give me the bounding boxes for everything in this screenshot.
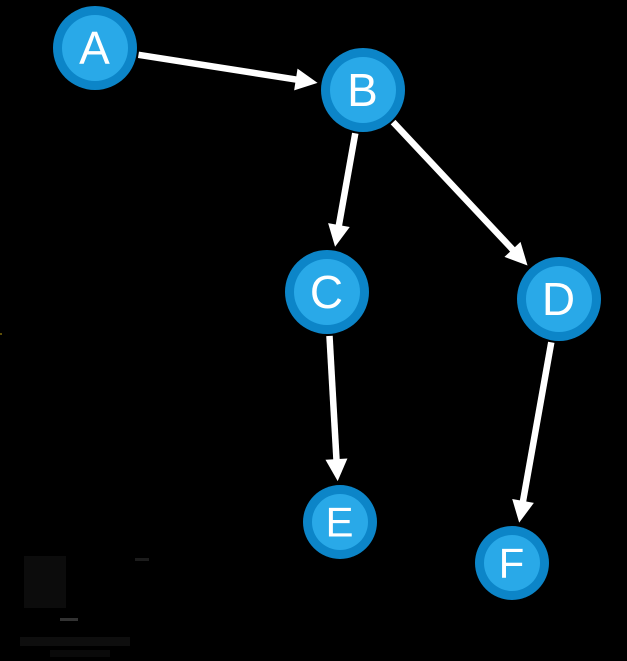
edge-C-E-line — [326, 335, 340, 462]
node-C-label: C — [310, 266, 344, 318]
node-E-fill — [312, 494, 368, 550]
edge-B-D-line — [390, 119, 517, 254]
node-B[interactable]: B — [321, 48, 405, 132]
edge-A-B — [137, 51, 318, 91]
node-B-label: B — [347, 64, 379, 116]
node-A-fill — [62, 15, 128, 81]
edge-D-F — [512, 341, 555, 523]
node-F-label: F — [499, 540, 526, 587]
node-C-fill — [294, 259, 360, 325]
node-D-fill — [526, 266, 592, 332]
node-F[interactable]: F — [475, 526, 549, 600]
node-A-label: A — [79, 22, 111, 74]
node-D-label: D — [542, 273, 576, 325]
node-D[interactable]: D — [517, 257, 601, 341]
nodes: A B C D E F — [53, 6, 601, 600]
arrowhead-icon — [512, 499, 534, 523]
node-C[interactable]: C — [285, 250, 369, 334]
arrowhead-icon — [294, 68, 318, 91]
edge-B-D — [390, 119, 528, 266]
arrowhead-icon — [504, 241, 528, 266]
arrowhead-icon — [325, 458, 348, 482]
edge-D-F-line — [519, 341, 555, 504]
edge-A-B-line — [137, 51, 299, 83]
node-B-fill — [330, 57, 396, 123]
edge-B-C-line — [335, 132, 359, 228]
edge-B-C — [328, 132, 359, 247]
node-A[interactable]: A — [53, 6, 137, 90]
node-F-fill — [484, 535, 540, 591]
edges — [137, 51, 555, 523]
edge-C-E — [325, 335, 348, 482]
arrowhead-icon — [328, 223, 350, 247]
node-E[interactable]: E — [303, 485, 377, 559]
node-E-label: E — [325, 499, 354, 546]
